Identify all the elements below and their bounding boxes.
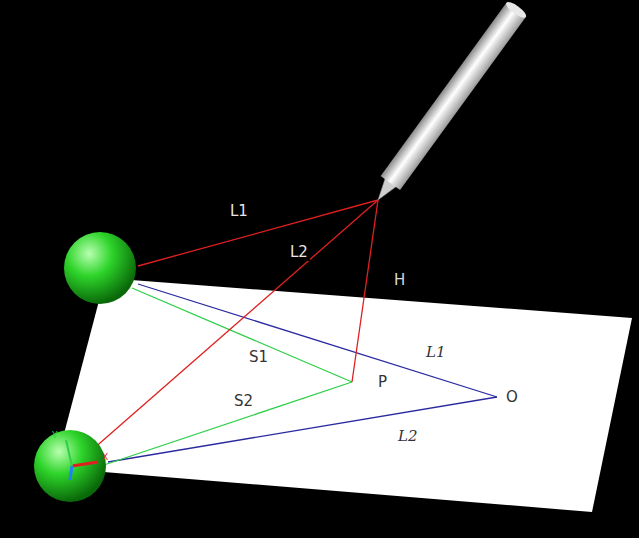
length-label: L2: [288, 244, 310, 261]
point-label: P: [376, 374, 389, 391]
pen: [368, 0, 528, 207]
height-label: H: [392, 272, 407, 289]
marker-sphere: [64, 232, 136, 304]
distance-label: S1: [247, 349, 270, 366]
red-line: [92, 200, 378, 450]
paper-sheet: [55, 278, 632, 512]
length-label: L1: [228, 203, 250, 220]
axis-label: X: [100, 452, 110, 463]
distance-label: S2: [232, 393, 255, 410]
axis-glyph: [66, 440, 98, 480]
axis-label: Y: [50, 430, 60, 441]
blue-line: [138, 284, 497, 397]
green-line: [132, 288, 352, 382]
blue-line: [108, 397, 497, 462]
length-label: L1: [424, 344, 448, 361]
length-label: L2: [396, 428, 420, 445]
marker-sphere: [34, 430, 106, 502]
red-line: [138, 200, 378, 266]
green-line: [104, 382, 352, 465]
red-line: [352, 200, 378, 382]
point-label: O: [504, 389, 520, 406]
